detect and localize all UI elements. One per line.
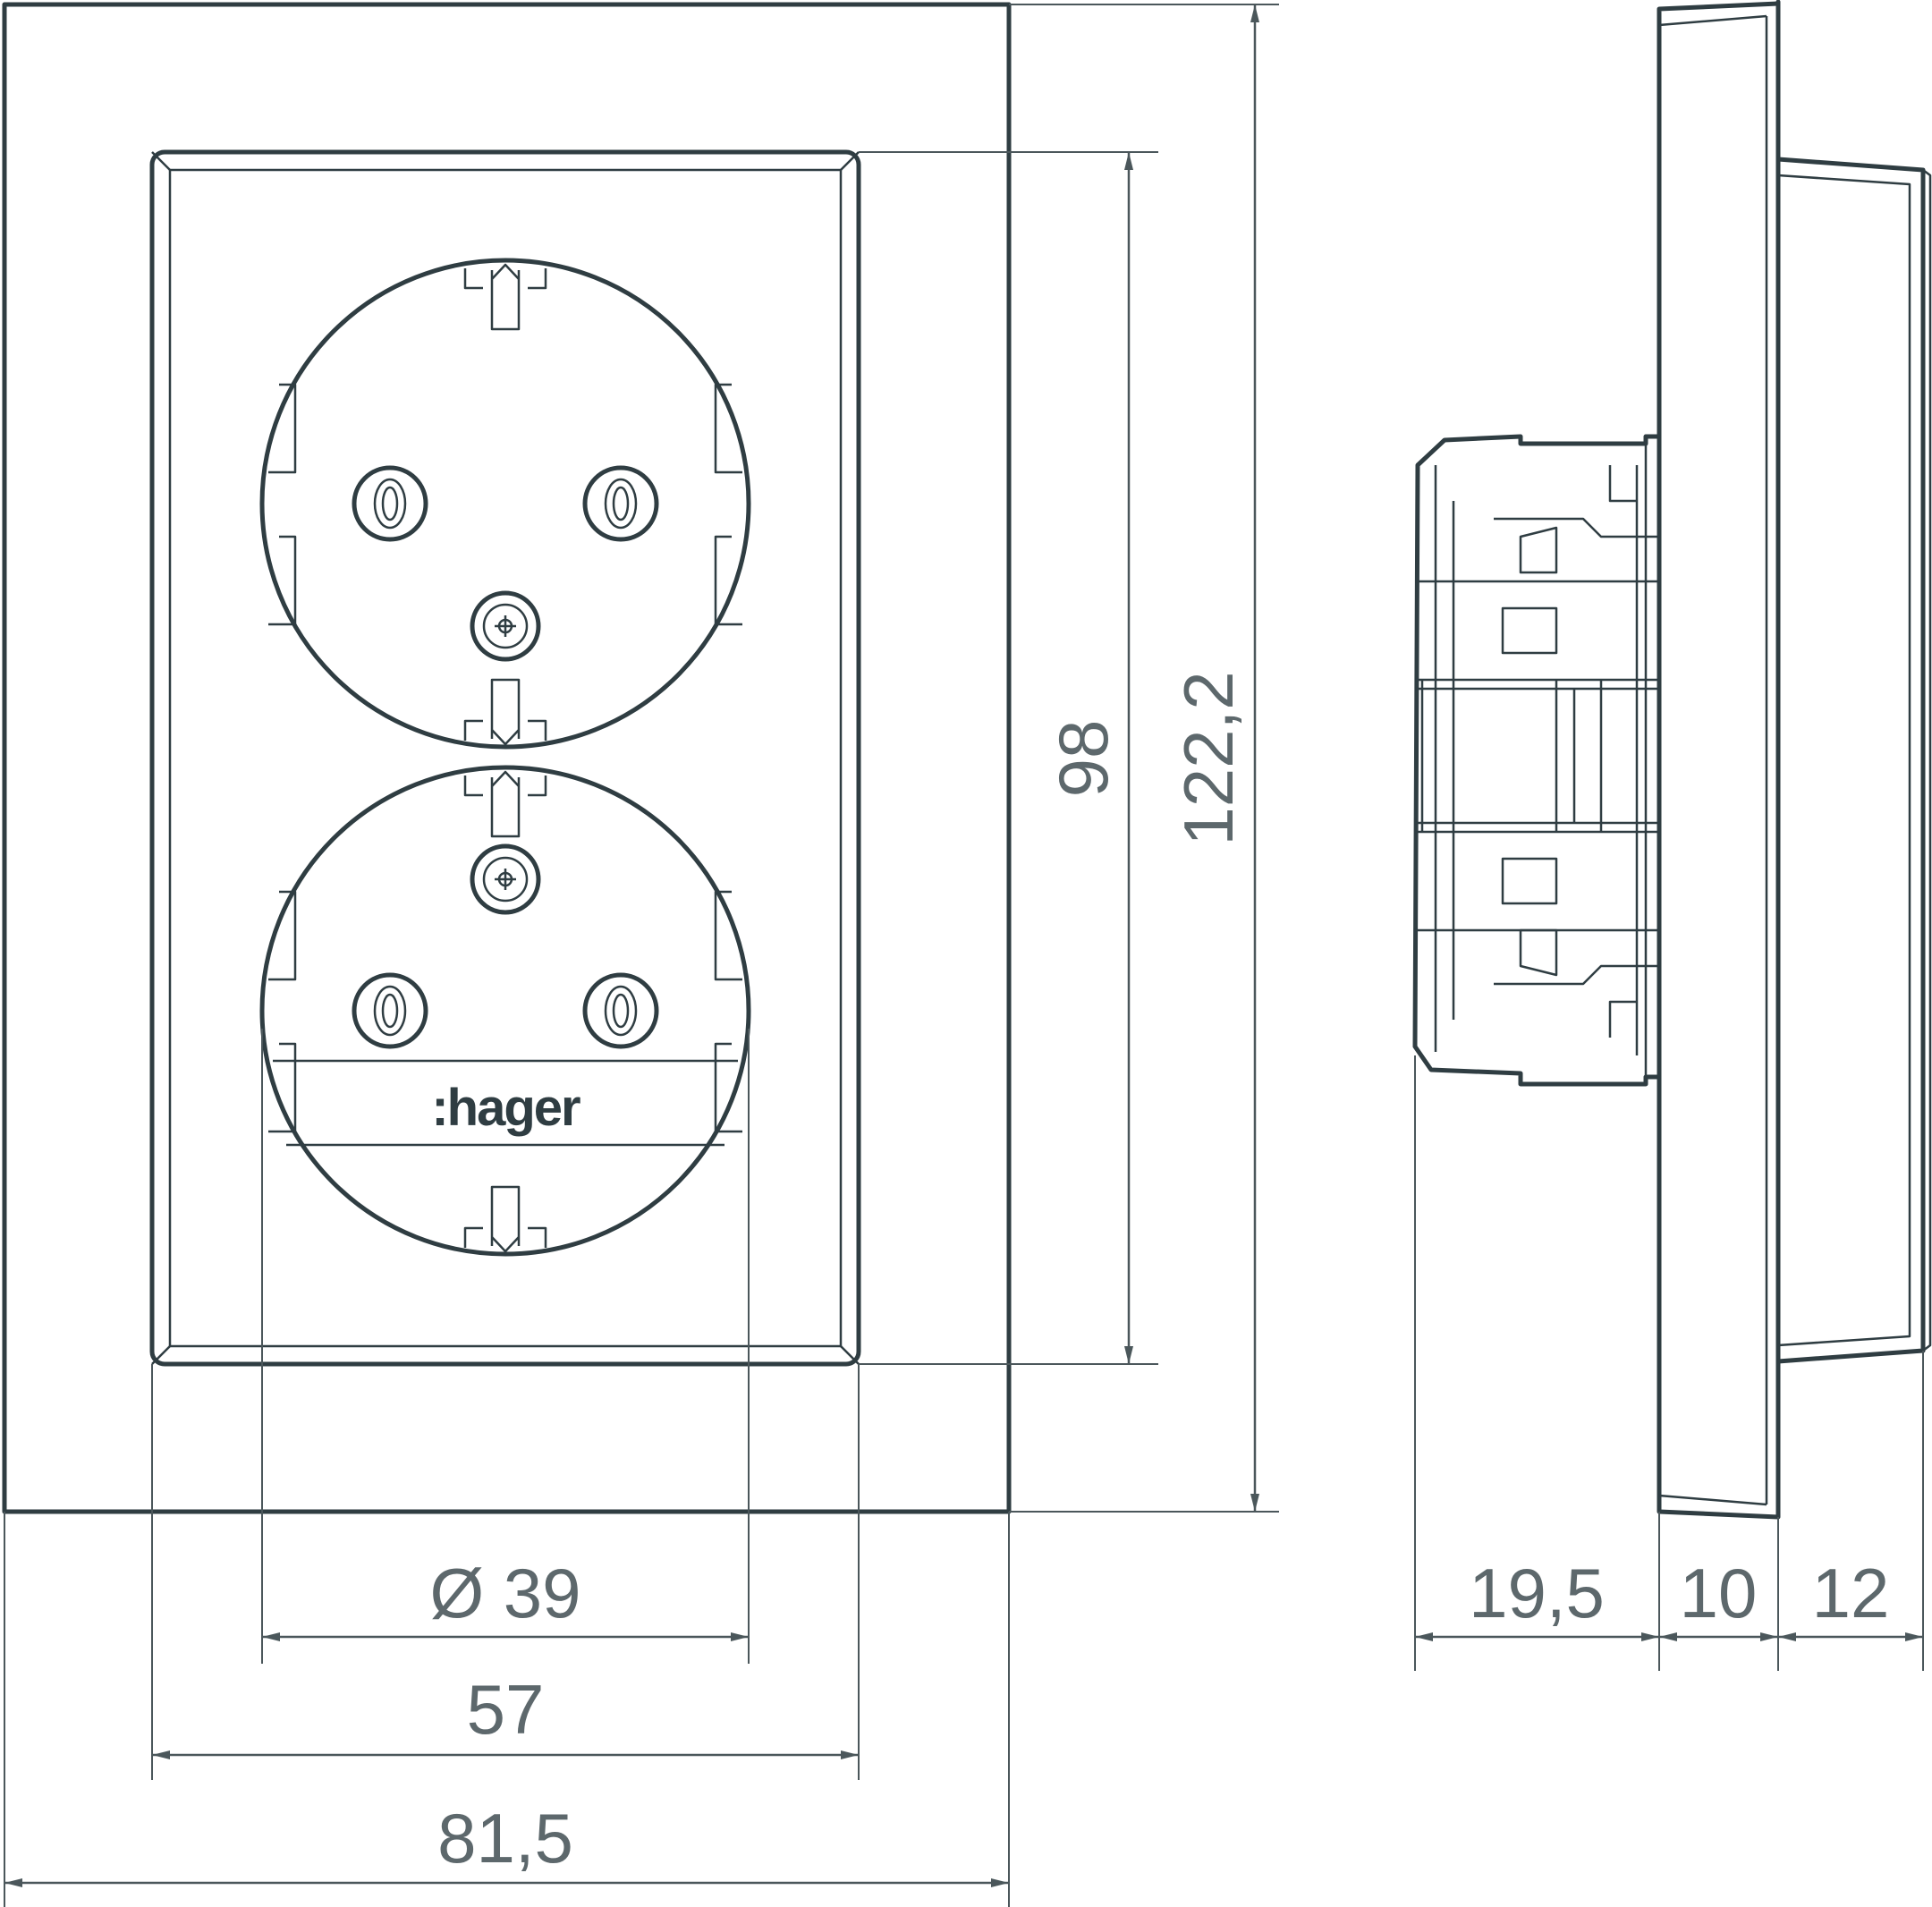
earth-clip-top-icon xyxy=(463,263,547,331)
pin-hole-right xyxy=(582,972,659,1049)
dim-inner-width: 57 xyxy=(467,1670,545,1749)
socket-upper xyxy=(259,258,751,750)
dim-outer-width: 81,5 xyxy=(437,1799,573,1877)
side-insert xyxy=(1412,434,1662,1087)
pin-hole-right xyxy=(582,465,659,542)
center-screw-icon xyxy=(470,843,541,915)
dim-socket-diameter: Ø 39 xyxy=(429,1554,580,1632)
dim-plate-depth: 10 xyxy=(1680,1554,1758,1632)
dim-frame-depth: 12 xyxy=(1812,1554,1890,1632)
socket-lower: :hager xyxy=(259,765,751,1257)
earth-clip-bottom-icon xyxy=(463,1185,547,1253)
brand-logo: :hager xyxy=(431,1079,580,1137)
dim-insert-depth: 19,5 xyxy=(1469,1554,1605,1632)
dim-inner-height: 98 xyxy=(1044,720,1123,798)
label-strip xyxy=(273,1059,738,1147)
earth-clip-bottom-icon xyxy=(463,678,547,746)
earth-clip-top-icon xyxy=(463,770,547,838)
dim-outer-height: 122,2 xyxy=(1169,671,1248,845)
center-screw-icon xyxy=(470,590,541,662)
front-view: :hager Ø 39 57 81,5 98 122,2 xyxy=(2,2,1279,1907)
pin-hole-left xyxy=(352,972,428,1049)
inner-plate-bevel xyxy=(168,168,843,1348)
side-frame xyxy=(1775,157,1926,1364)
pin-hole-left xyxy=(352,465,428,542)
inner-plate xyxy=(149,149,861,1367)
side-view: 19,5 10 12 xyxy=(1412,0,1932,1671)
side-cover-plate xyxy=(1657,0,1781,1520)
outer-frame xyxy=(2,2,1012,1514)
